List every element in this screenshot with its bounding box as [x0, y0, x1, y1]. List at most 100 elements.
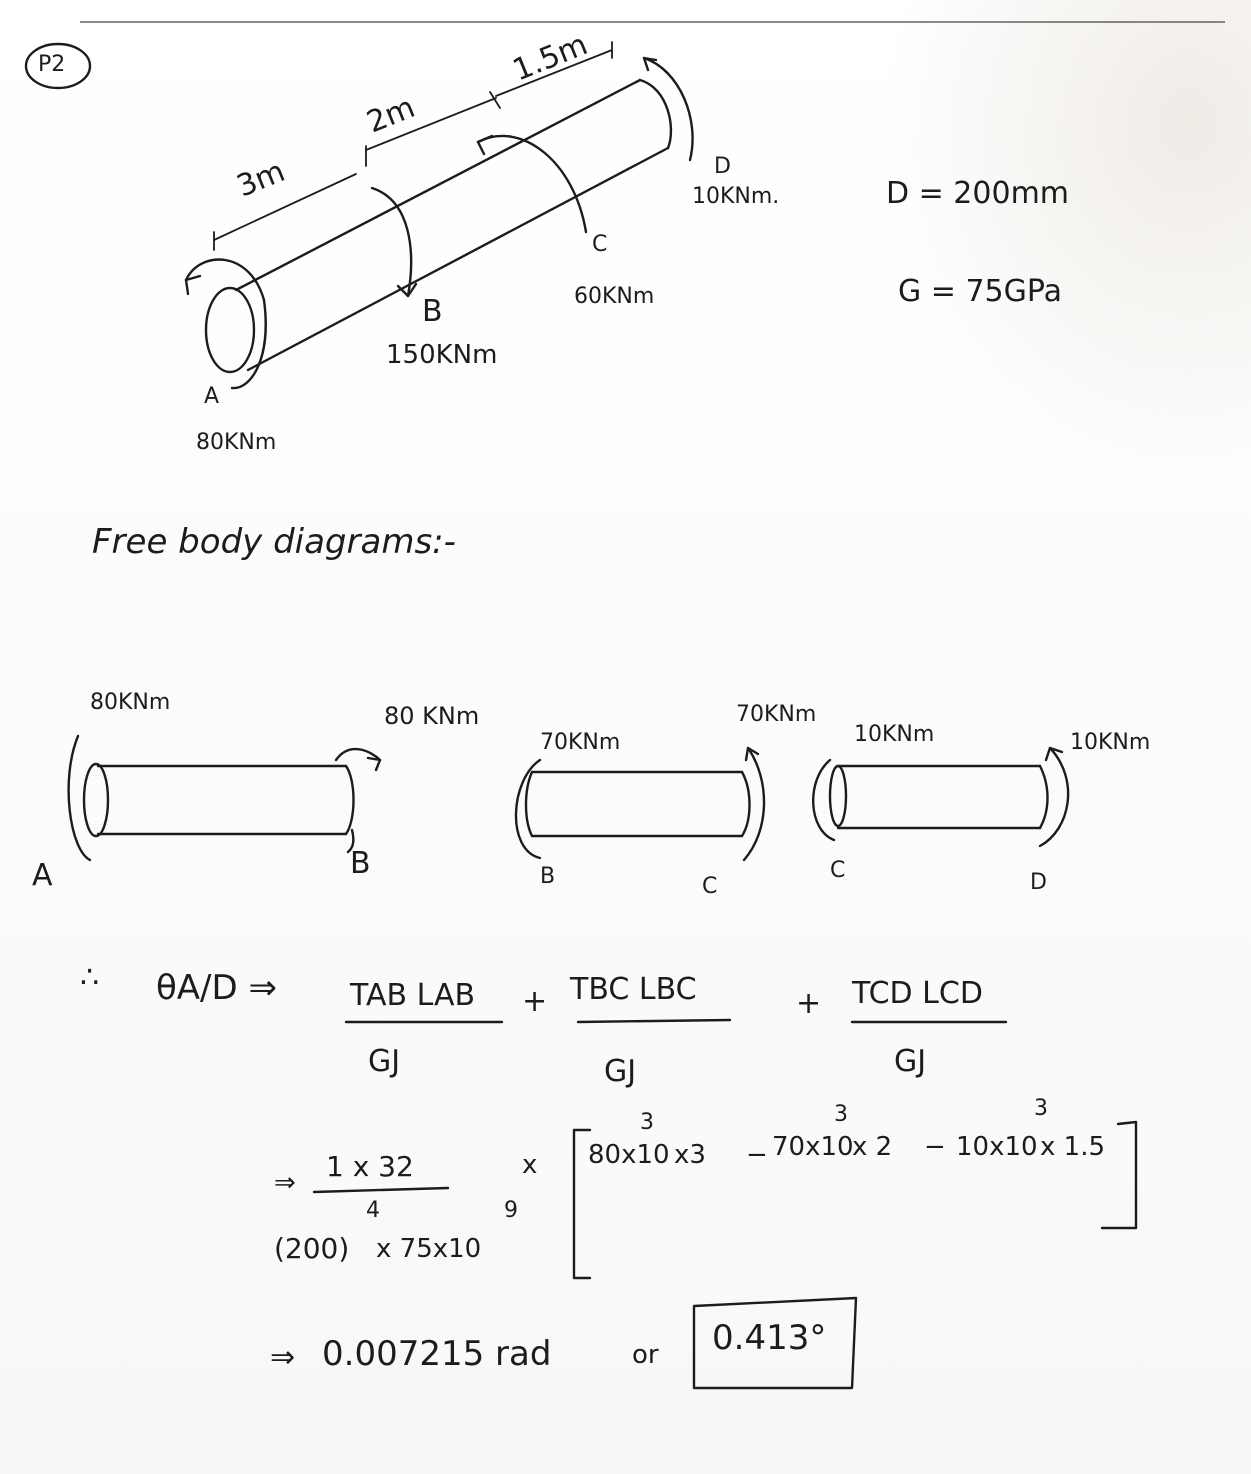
- shaft-bottom-edge: [246, 146, 670, 372]
- point-b: B: [422, 294, 443, 329]
- torque-label-c: 60KNm: [574, 284, 655, 309]
- fbd-bc-arrowhead-right: [744, 746, 760, 762]
- torque-arc-a: [184, 258, 267, 390]
- torque-arc-d: [642, 56, 694, 162]
- step2-times: x: [522, 1150, 538, 1180]
- fbd-bc-left-torque: 70KNm: [540, 730, 621, 755]
- answer-box: [692, 1296, 858, 1390]
- fbd-cd-torque-right: [1038, 746, 1070, 848]
- torque-arc-b: [370, 186, 413, 298]
- therefore-symbol: ∴: [80, 960, 100, 995]
- result-rad: 0.007215 rad: [322, 1334, 552, 1374]
- term3-denominator: GJ: [894, 1044, 927, 1079]
- fbd-bc-right-torque: 70KNm: [736, 702, 817, 727]
- fbd-cd-arrowhead-right: [1044, 746, 1064, 762]
- minus-2: −: [924, 1132, 946, 1162]
- point-a: A: [204, 384, 220, 409]
- bracket-term-1-exp: 3: [640, 1110, 654, 1135]
- fbd-bc-drawing: [514, 746, 766, 862]
- fbd-ab-left-point: A: [32, 858, 53, 893]
- dim-tick-cd: [489, 41, 613, 109]
- fbd-bc-left-point: B: [540, 864, 556, 889]
- plus-1: +: [522, 984, 548, 1019]
- torque-arc-c: [476, 134, 588, 234]
- bracket-term-2-tail: x 2: [852, 1132, 893, 1162]
- fbd-cd-left-end: [828, 764, 848, 828]
- term1-numerator: TAB LAB: [350, 978, 476, 1013]
- fbd-bc-torque-right: [742, 746, 766, 862]
- fbd-cd-body: [836, 764, 1042, 830]
- step2-den-rest-exp: 9: [504, 1198, 518, 1223]
- fbd-bc-torque-left: [514, 758, 542, 860]
- torque-arrowhead-c: [476, 134, 494, 156]
- bracket-right: [1100, 1120, 1138, 1230]
- step2-numerator: 1 x 32: [326, 1150, 414, 1183]
- shaft-top-edge: [234, 78, 642, 292]
- fbd-cd-left-point: C: [830, 858, 846, 883]
- given-diameter: D = 200mm: [886, 176, 1070, 211]
- bracket-term-2: 70x10: [772, 1132, 854, 1162]
- minus-1: −: [746, 1140, 768, 1170]
- torque-label-b: 150KNm: [386, 340, 498, 370]
- term1-denominator: GJ: [368, 1044, 401, 1079]
- result-arrow: ⇒: [270, 1340, 296, 1375]
- torque-arrowhead-d: [642, 56, 658, 72]
- dim-line-ab: [213, 173, 357, 241]
- fbd-bc-right-end: [740, 770, 751, 838]
- frac-bar-2: [576, 1018, 732, 1024]
- fbd-ab-right-end: [344, 764, 355, 836]
- fbd-ab-arrowhead-right: [366, 756, 382, 772]
- torque-arrowhead-b: [396, 282, 418, 298]
- given-modulus: G = 75GPa: [898, 274, 1063, 309]
- problem-number: P2: [38, 52, 66, 77]
- step2-arrow: ⇒: [274, 1168, 296, 1198]
- torque-arrowhead-a: [184, 274, 202, 296]
- fbd-ab-right-point: B: [350, 846, 371, 881]
- fbd-bc-body: [530, 770, 744, 838]
- solution-lhs: θA/D ⇒: [156, 968, 277, 1008]
- point-c: C: [592, 232, 608, 257]
- bracket-term-3-tail: x 1.5: [1040, 1132, 1105, 1162]
- fbd-bc-right-point: C: [702, 874, 718, 899]
- frac-bar-step2: [312, 1186, 450, 1194]
- plus-2: +: [796, 986, 822, 1021]
- shaft-drawing: [184, 41, 694, 390]
- step2-den-rest: x 75x10: [376, 1234, 482, 1264]
- problem-number-circle: [24, 42, 92, 90]
- bracket-term-2-exp: 3: [834, 1102, 848, 1127]
- term3-numerator: TCD LCD: [852, 976, 983, 1011]
- bracket-term-3: 10x10: [956, 1132, 1038, 1162]
- fbd-ab-torque-right-bottom: [346, 828, 355, 854]
- fbd-cd-torque-left: [812, 758, 836, 842]
- fbd-ab-right-torque: 80 KNm: [384, 702, 480, 730]
- fbd-cd-drawing: [812, 746, 1070, 848]
- fbd-ab-left-torque: 80KNm: [90, 690, 171, 715]
- fbd-ab-drawing: [67, 734, 382, 862]
- fbd-ab-body: [96, 764, 348, 836]
- fbd-bc-left-end: [524, 770, 534, 838]
- fbd-cd-right-point: D: [1030, 870, 1047, 895]
- bracket-left: [572, 1128, 592, 1280]
- result-degrees: 0.413°: [712, 1318, 827, 1358]
- shaft-end-a: [204, 286, 256, 374]
- fbd-cd-left-torque: 10KNm: [854, 722, 935, 747]
- fbd-ab-left-end: [82, 762, 110, 838]
- torque-label-d: 10KNm.: [692, 184, 780, 209]
- fbd-cd-right-torque: 10KNm: [1070, 730, 1151, 755]
- torque-label-a: 80KNm: [196, 430, 277, 455]
- bracket-term-3-exp: 3: [1034, 1096, 1048, 1121]
- fbd-heading: Free body diagrams:-: [92, 522, 456, 562]
- shaft-end-d: [638, 78, 673, 150]
- fbd-ab-torque-left: [67, 734, 92, 862]
- fbd-cd-right-end: [1038, 764, 1049, 830]
- dim-line-cd: [495, 49, 613, 97]
- term2-numerator: TBC LBC: [570, 972, 697, 1007]
- result-or: or: [632, 1340, 659, 1370]
- step2-den-exp: 4: [366, 1198, 380, 1223]
- bracket-term-1: 80x10: [588, 1140, 670, 1170]
- term2-denominator: GJ: [604, 1054, 637, 1089]
- step2-den-base: (200): [274, 1232, 350, 1265]
- fbd-ab-torque-right-top: [334, 747, 382, 762]
